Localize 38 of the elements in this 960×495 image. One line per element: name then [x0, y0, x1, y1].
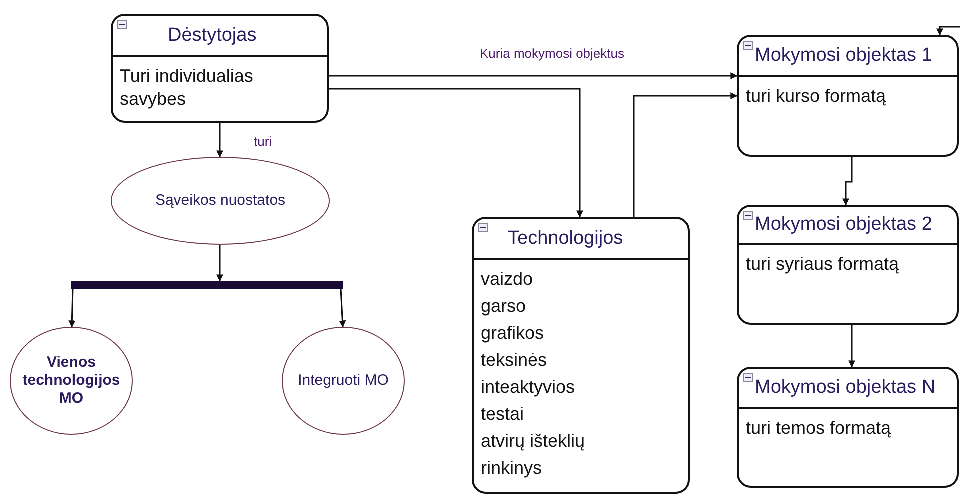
arrow	[633, 92, 738, 217]
list-item: atvirų išteklių	[481, 430, 586, 453]
class-box	[737, 367, 959, 488]
list-item: rinkinys	[481, 457, 542, 480]
box-title: Mokymosi objektas 1	[755, 45, 932, 67]
box-title: Mokymosi objektas 2	[755, 214, 932, 236]
attribute-text: turi kurso formatą	[746, 85, 888, 108]
attribute-text: turi syriaus formatą	[746, 253, 900, 276]
fork-bar	[71, 281, 343, 289]
list-item: vaizdo	[481, 268, 534, 291]
class-box	[737, 35, 959, 157]
arrow	[216, 123, 224, 158]
attribute-text: Turi individualias savybes	[120, 65, 254, 111]
class-box	[111, 14, 329, 123]
class-box	[737, 205, 959, 325]
list-item: garso	[481, 295, 526, 318]
arrow	[842, 157, 853, 206]
node-label: Vienos technologijos MO	[22, 354, 122, 408]
attribute-text: turi temos formatą	[746, 417, 892, 440]
list-item: teksinės	[481, 349, 548, 372]
arrow	[848, 325, 856, 368]
list-item: testai	[481, 403, 524, 426]
node-label: Sąveikos nuostatos	[155, 192, 286, 210]
box-title: Mokymosi objektas N	[755, 377, 936, 399]
edge-label: turi	[252, 134, 274, 149]
arrow	[68, 288, 76, 328]
edge-label: Kuria mokymosi objektus	[478, 46, 626, 61]
arrow	[216, 245, 224, 282]
list-item: grafikos	[481, 322, 544, 345]
arrow	[936, 26, 960, 36]
arrow	[329, 88, 584, 218]
class-box	[472, 217, 690, 494]
arrow	[339, 288, 346, 328]
list-item: inteaktyvios	[481, 376, 576, 399]
node-label: Integruoti MO	[298, 372, 389, 390]
arrow	[329, 72, 738, 80]
box-title: Dėstytojas	[168, 24, 257, 46]
box-title: Technologijos	[508, 228, 624, 250]
